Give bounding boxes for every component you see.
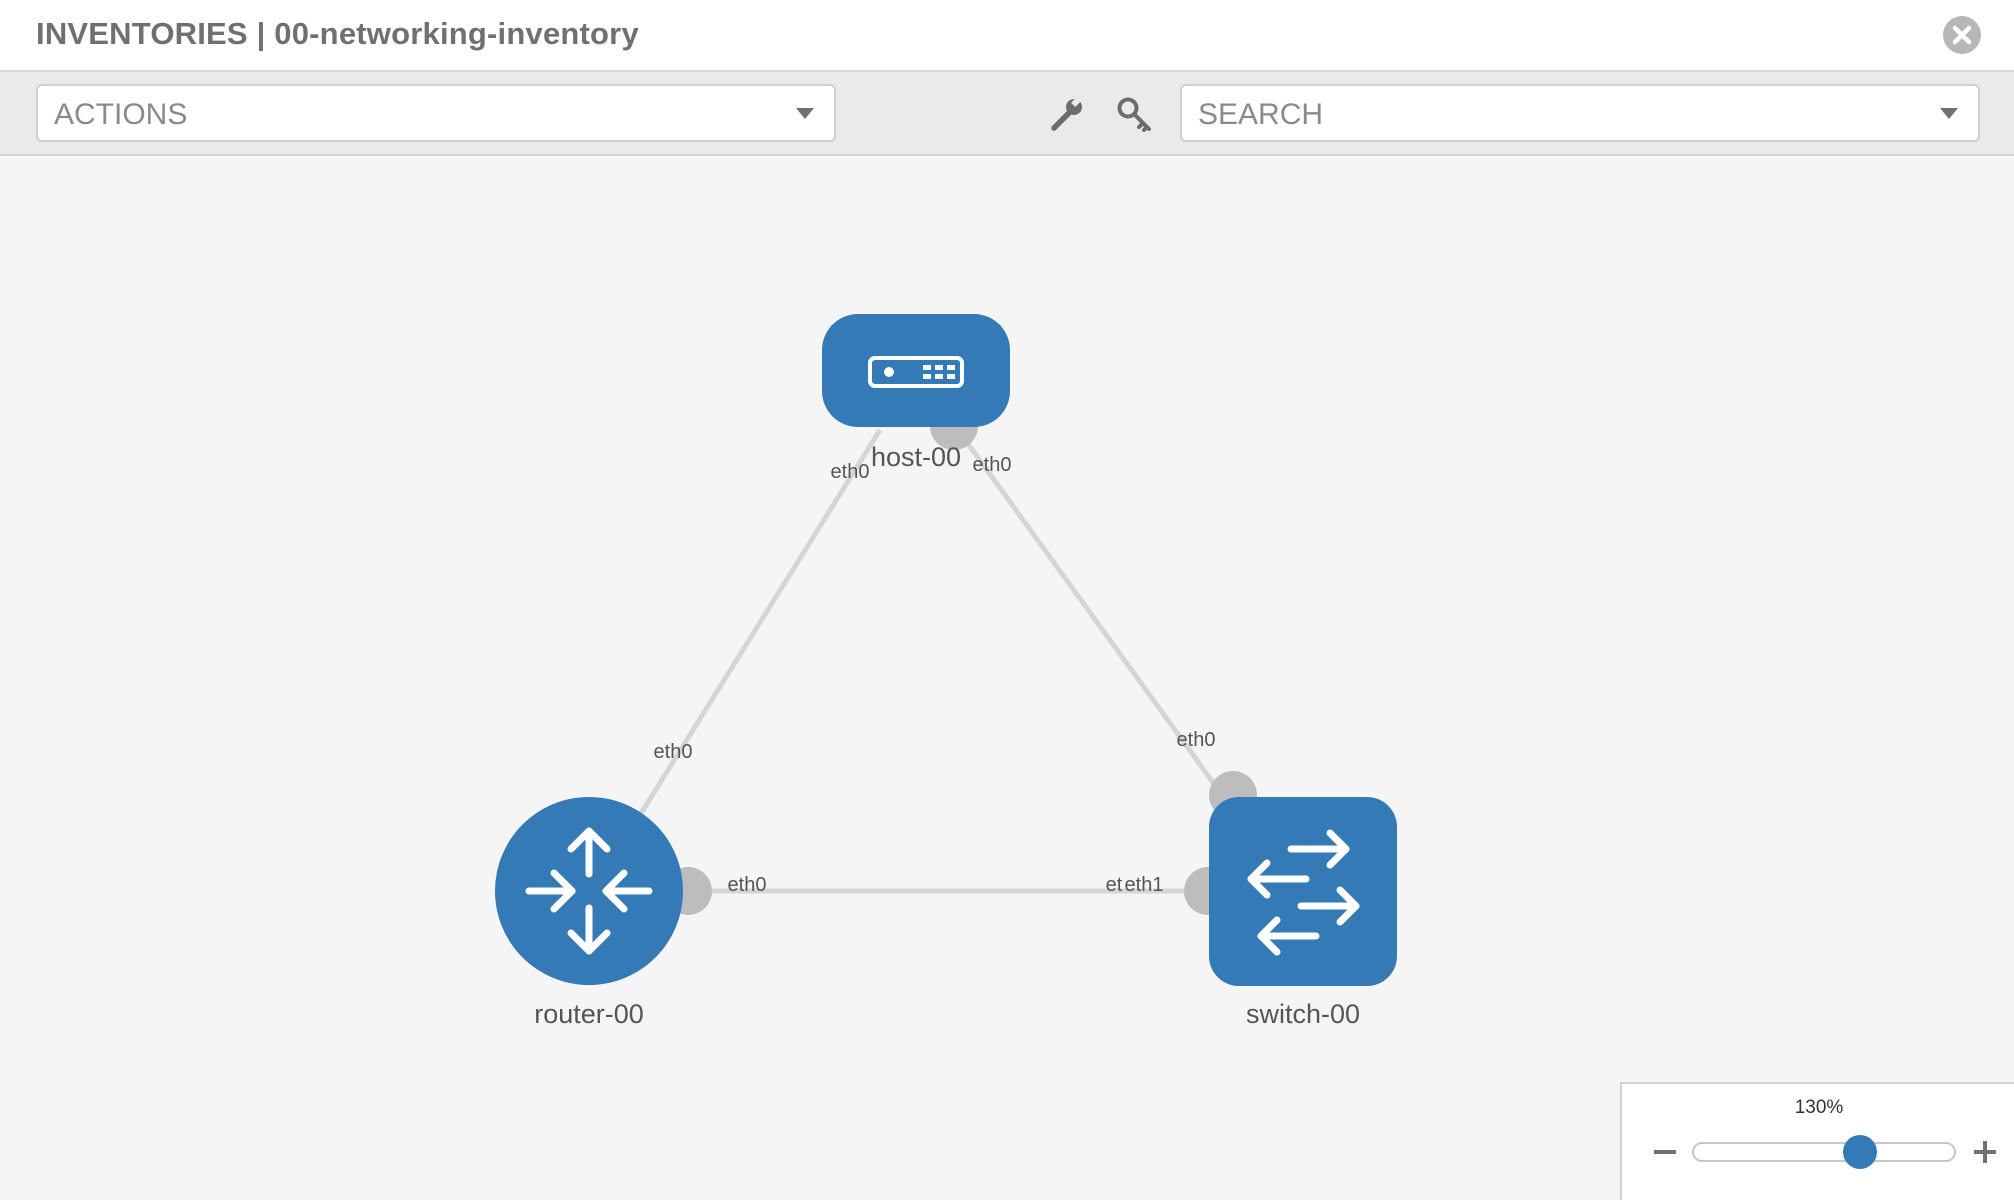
search-dropdown-label: SEARCH (1198, 98, 1324, 131)
switch-arrows-icon (1247, 829, 1360, 956)
interface-label: eth0 (1177, 729, 1216, 751)
interface-label: eth1 (1125, 874, 1164, 896)
node-router-00[interactable] (495, 797, 683, 985)
chevron-down-icon (1940, 108, 1958, 119)
zoom-panel: 130% (1620, 1082, 2014, 1200)
zoom-in-button[interactable] (1972, 1139, 1998, 1165)
topology-canvas[interactable]: host-00 router-00 switch-00 eth0 eth0 et… (0, 156, 2014, 1200)
interface-label: eth0 (728, 874, 767, 896)
link-host-switch[interactable] (955, 428, 1225, 797)
zoom-out-button[interactable] (1652, 1139, 1678, 1165)
zoom-slider[interactable] (1692, 1135, 1956, 1169)
actions-dropdown[interactable]: ACTIONS (36, 84, 836, 142)
zoom-level-label: 130% (1794, 1097, 1844, 1118)
close-button[interactable] (1943, 16, 1981, 54)
close-icon (1952, 25, 1972, 45)
interface-label: et (1106, 874, 1123, 896)
interface-label: eth0 (654, 741, 693, 763)
key-icon[interactable] (1116, 96, 1154, 134)
server-icon (868, 356, 964, 388)
header: INVENTORIES | 00-networking-inventory (0, 0, 2014, 72)
search-dropdown[interactable]: SEARCH (1180, 84, 1980, 142)
page-title: INVENTORIES | 00-networking-inventory (36, 16, 639, 51)
actions-dropdown-label: ACTIONS (54, 98, 188, 131)
link-host-router[interactable] (637, 428, 883, 817)
node-label-switch: switch-00 (1246, 999, 1360, 1029)
zoom-slider-thumb[interactable] (1843, 1135, 1878, 1169)
node-label-host: host-00 (871, 442, 961, 472)
router-arrows-icon (525, 827, 653, 955)
interface-label: eth0 (973, 454, 1012, 476)
topology-diagram: host-00 router-00 switch-00 eth0 eth0 et… (495, 314, 1397, 1029)
interface-label: eth0 (831, 461, 870, 483)
toolbar: ACTIONS SEARCH (0, 72, 2014, 156)
chevron-down-icon (796, 108, 814, 119)
node-switch-00[interactable] (1209, 797, 1397, 986)
node-label-router: router-00 (534, 999, 644, 1029)
node-host-00[interactable] (822, 314, 1010, 427)
wrench-icon[interactable] (1048, 96, 1086, 134)
